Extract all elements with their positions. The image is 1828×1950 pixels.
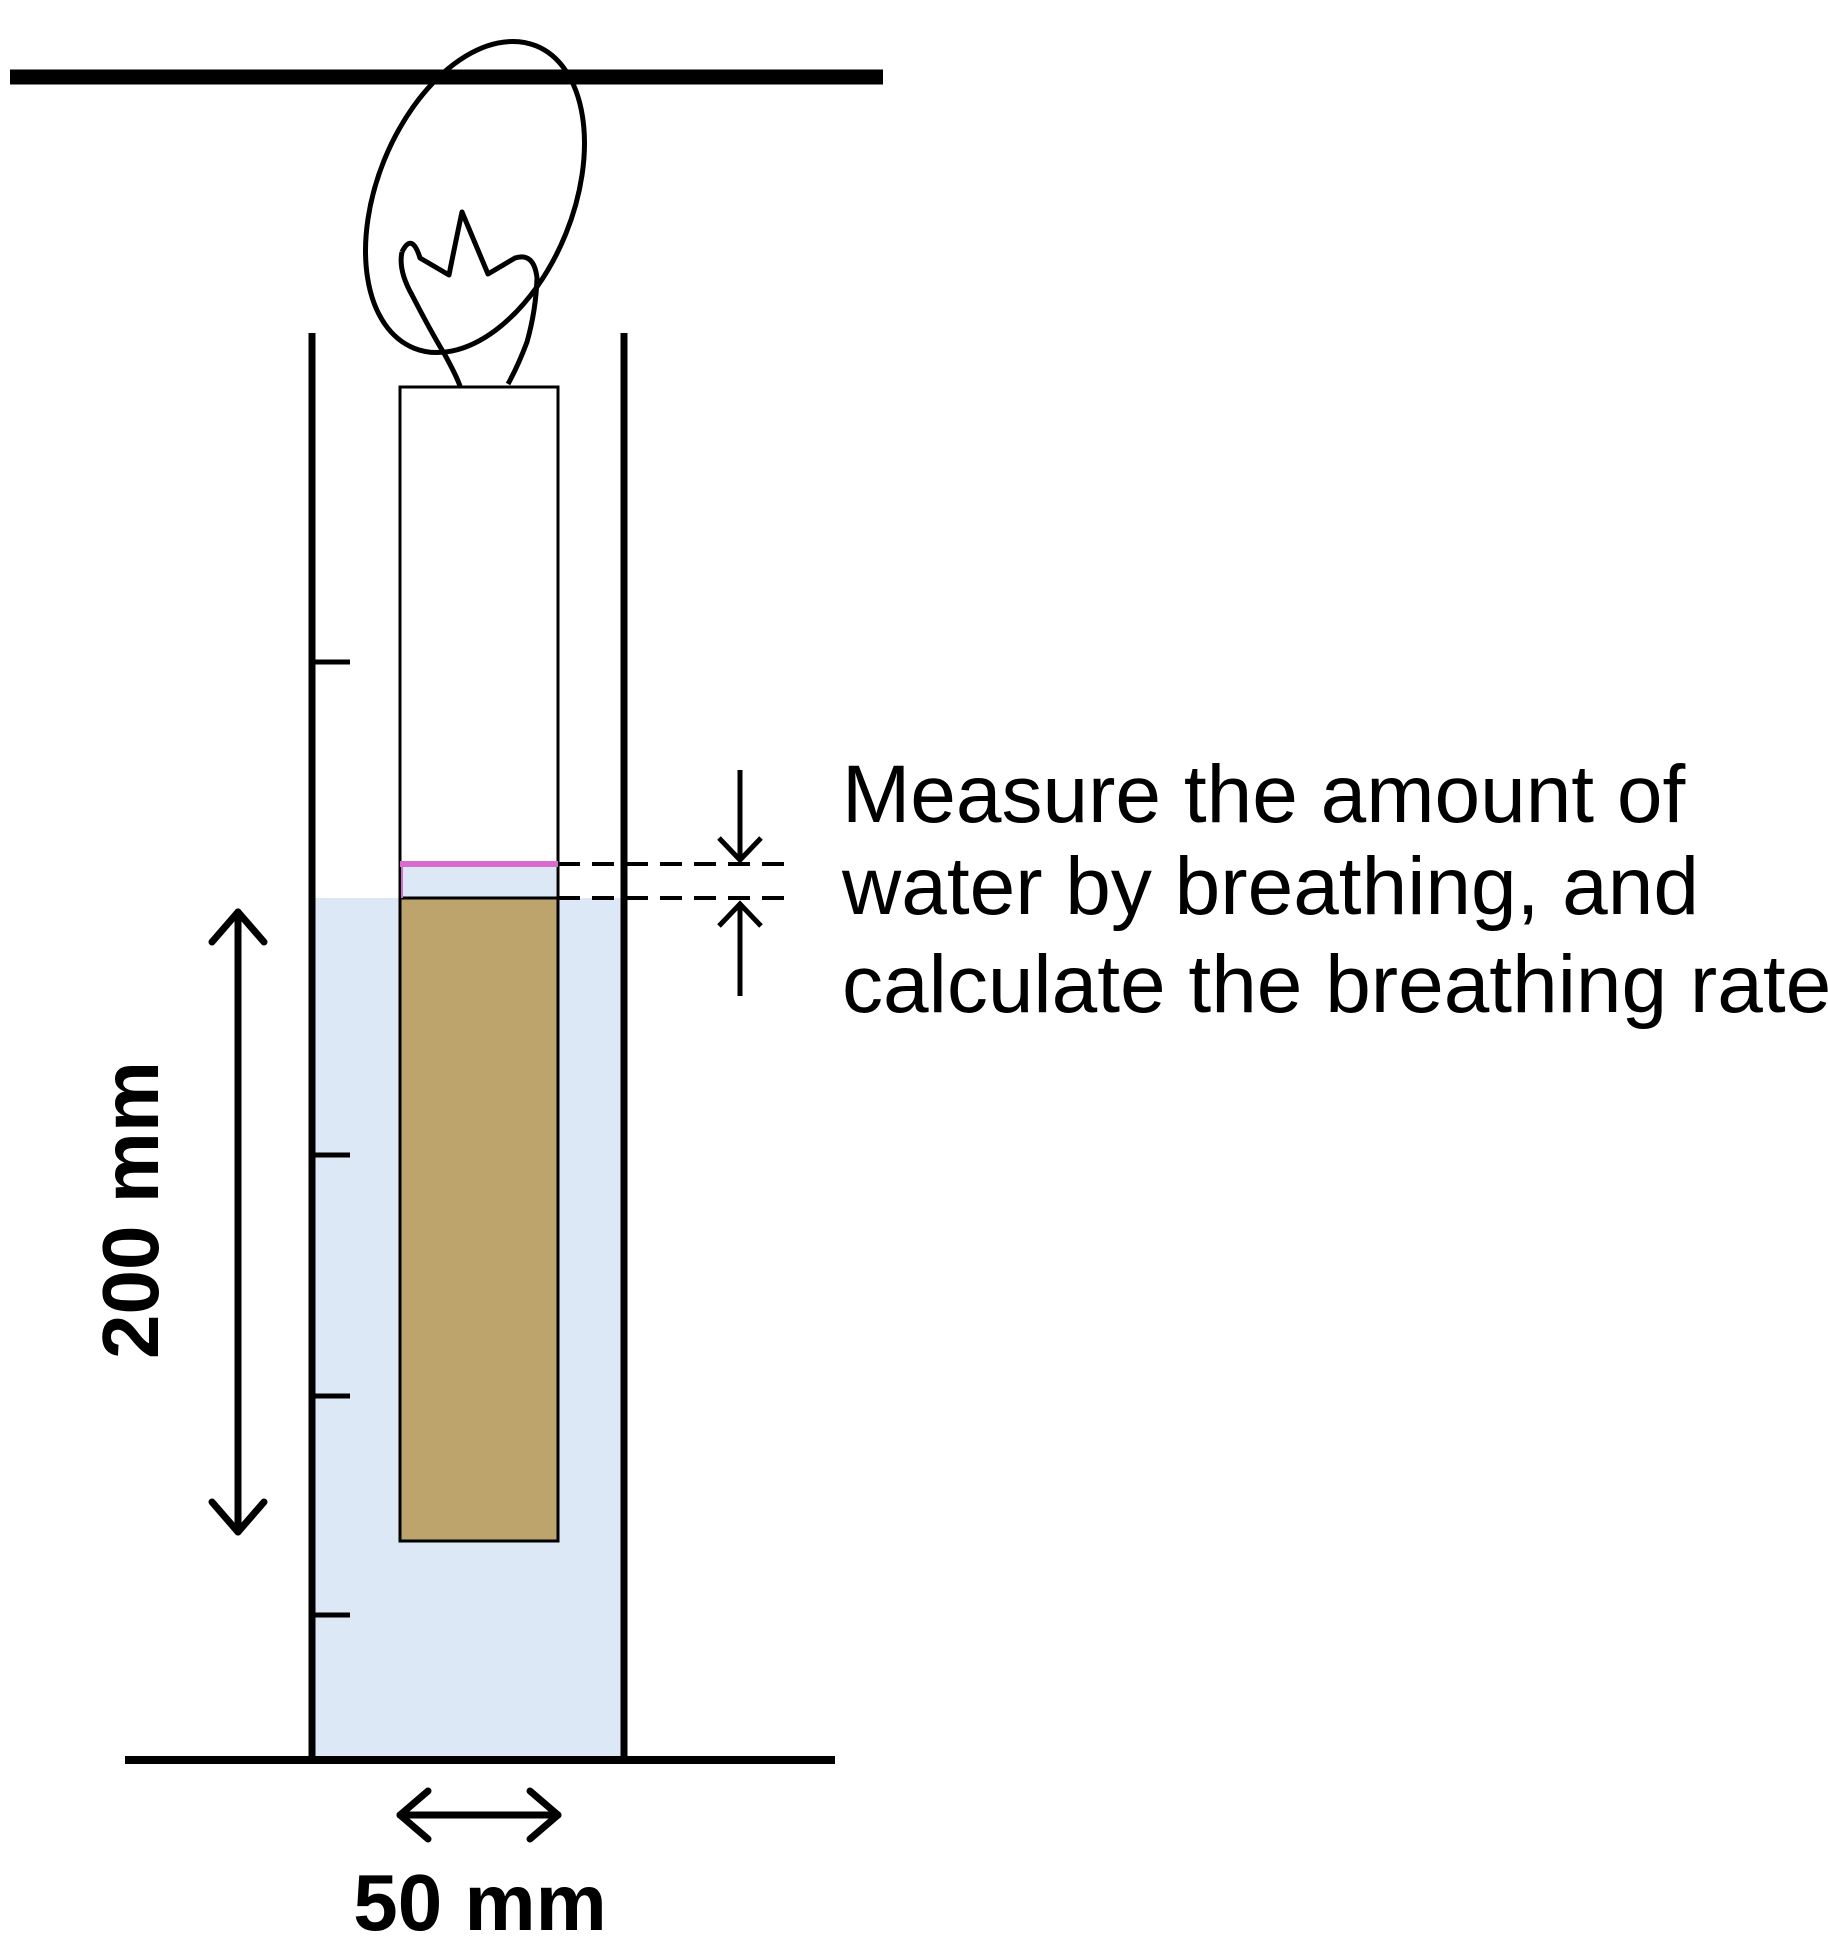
plant-stem: [398, 251, 463, 387]
level-guides: [558, 862, 792, 900]
down-arrow-head: [717, 836, 763, 864]
difference-arrows: [717, 770, 763, 996]
annotation-line-1: Measure the amount of: [842, 749, 1685, 840]
height-dimension-arrow: [208, 908, 268, 1536]
width-label: 50 mm: [353, 1858, 606, 1947]
height-label: 200 mm: [86, 1061, 175, 1359]
scale-ticks: [312, 659, 350, 1618]
width-dimension-arrow: [396, 1787, 562, 1843]
annotation-line-2: water by breathing, and: [841, 841, 1699, 932]
soil-core: [398, 896, 560, 1543]
annotation-text: Measure the amount of water by breathing…: [841, 749, 1828, 1030]
annotation-line-3: calculate the breathing rate: [842, 939, 1828, 1030]
plant-leaf-outline: [363, 38, 587, 356]
plant-inner-leaves: [399, 209, 540, 386]
tube-water: [402, 864, 556, 898]
up-arrow-head: [717, 900, 763, 928]
